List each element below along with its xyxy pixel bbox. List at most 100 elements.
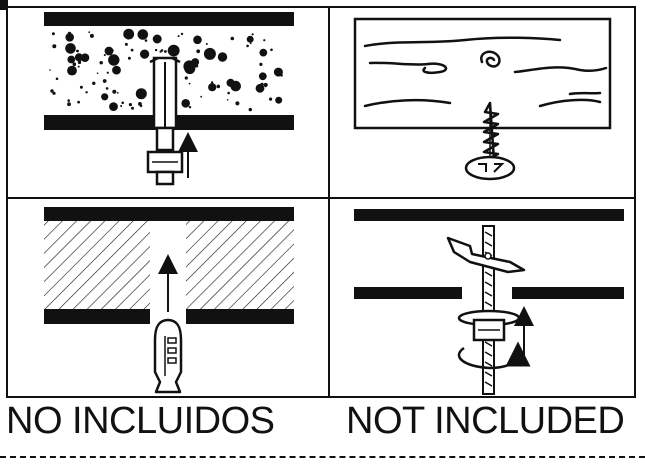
- aggregate-dot: [269, 97, 273, 101]
- aggregate-dot: [270, 48, 273, 52]
- aggregate-dot: [137, 29, 149, 40]
- wall-hatch-left: [44, 221, 150, 309]
- aggregate-dot: [264, 84, 267, 88]
- aggregate-dot: [124, 42, 128, 46]
- aggregate-dot: [246, 44, 249, 48]
- aggregate-dot: [194, 39, 197, 43]
- wall-top-slab: [44, 207, 294, 221]
- aggregate-dot: [109, 102, 118, 111]
- aggregate-dot: [188, 82, 191, 85]
- panel-wood-screw: [353, 17, 612, 181]
- aggregate-dot: [138, 102, 142, 106]
- aggregate-dot: [50, 89, 54, 93]
- aggregate-dot: [103, 54, 106, 57]
- panel-grid: [6, 6, 636, 398]
- aggregate-dot: [140, 49, 150, 59]
- aggregate-dot: [105, 87, 109, 90]
- aggregate-dot: [249, 42, 252, 45]
- aggregate-dot: [77, 100, 80, 104]
- aggregate-dot: [251, 33, 254, 36]
- corner-tab: [0, 0, 8, 10]
- aggregate-dot: [230, 36, 235, 41]
- panel-anchor-bolt-concrete: [44, 12, 294, 186]
- aggregate-dot: [80, 53, 90, 62]
- aggregate-dot: [120, 105, 123, 107]
- aggregate-dot: [258, 72, 267, 81]
- aggregate-dot: [196, 49, 201, 54]
- expansion-anchor-icon: [146, 56, 184, 186]
- aggregate-dot: [51, 32, 55, 36]
- concrete-aggregate: [49, 28, 283, 112]
- wall-plug-icon: [153, 318, 183, 394]
- drywall-left: [354, 287, 462, 299]
- aggregate-dot: [194, 63, 199, 68]
- aggregate-dot: [88, 31, 91, 33]
- aggregate-dot: [184, 76, 188, 80]
- panel-wall-plug: [44, 207, 294, 394]
- wood-grain: [363, 36, 608, 108]
- aggregate-dot: [273, 67, 283, 77]
- aggregate-dot: [92, 81, 96, 86]
- aggregate-dot: [77, 65, 80, 68]
- aggregate-dot: [108, 54, 120, 66]
- aggregate-dot: [210, 81, 214, 84]
- cut-line: [0, 456, 645, 458]
- aggregate-dot: [259, 48, 268, 57]
- aggregate-dot: [89, 33, 94, 38]
- aggregate-dot: [167, 44, 180, 57]
- aggregate-dot: [181, 99, 190, 108]
- aggregate-dot: [259, 62, 263, 66]
- aggregate-dot: [102, 79, 107, 83]
- rotate-arrow: [457, 341, 531, 370]
- aggregate-dot: [260, 82, 264, 87]
- aggregate-dot: [217, 52, 228, 62]
- aggregate-dot: [248, 107, 252, 112]
- aggregate-dot: [135, 88, 147, 100]
- aggregate-dot: [65, 43, 76, 54]
- aggregate-dot: [65, 33, 74, 42]
- aggregate-dot: [52, 91, 56, 95]
- aggregate-dot: [67, 99, 70, 102]
- wall-bottom-right: [186, 309, 294, 324]
- aggregate-dot: [154, 48, 158, 52]
- aggregate-dot: [188, 106, 192, 109]
- aggregate-dot: [104, 46, 114, 56]
- aggregate-dot: [144, 39, 148, 42]
- aggregate-dot: [216, 84, 220, 88]
- aggregate-dot: [101, 93, 109, 101]
- aggregate-dot: [99, 61, 103, 65]
- aggregate-dot: [255, 83, 265, 93]
- aggregate-dot: [208, 83, 217, 92]
- wood-board: [353, 17, 612, 130]
- aggregate-dot: [112, 89, 117, 94]
- aggregate-dot: [74, 53, 84, 62]
- aggregate-dot: [112, 65, 121, 75]
- aggregate-dot: [195, 35, 198, 39]
- aggregate-dot: [184, 63, 196, 75]
- aggregate-dot: [72, 62, 77, 66]
- aggregate-dot: [76, 49, 79, 53]
- aggregate-dot: [116, 92, 119, 94]
- toggle-bolt-icon: [446, 225, 526, 395]
- aggregate-dot: [152, 34, 162, 44]
- aggregate-dot: [52, 44, 57, 49]
- aggregate-dot: [106, 71, 109, 74]
- wood-screw-icon: [464, 101, 516, 181]
- aggregate-dot: [153, 37, 157, 40]
- aggregate-dot: [177, 35, 180, 38]
- aggregate-dot: [263, 39, 266, 42]
- aggregate-dot: [226, 99, 229, 101]
- concrete-top-slab: [44, 12, 294, 26]
- aggregate-dot: [131, 106, 134, 110]
- aggregate-dot: [85, 91, 88, 94]
- aggregate-dot: [130, 48, 134, 52]
- aggregate-dot: [235, 101, 240, 106]
- ceiling-slab: [354, 209, 624, 221]
- aggregate-dot: [121, 101, 124, 105]
- aggregate-dot: [79, 85, 83, 89]
- wall-hatch-right: [186, 221, 294, 309]
- aggregate-dot: [164, 50, 167, 53]
- wall-bottom-left: [44, 309, 150, 324]
- aggregate-dot: [127, 56, 131, 60]
